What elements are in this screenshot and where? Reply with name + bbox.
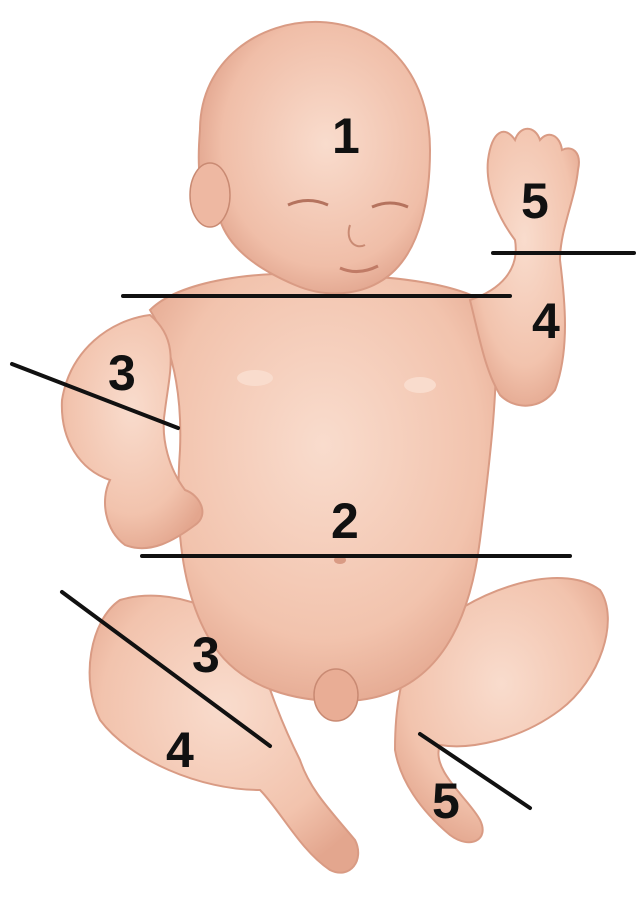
label-left-hand: 5 [521, 173, 549, 229]
label-right-thigh: 3 [192, 627, 220, 683]
left-arm-shape [470, 129, 579, 406]
genital-shape [314, 669, 358, 721]
nipple-shape [404, 377, 436, 393]
ear-shape [190, 163, 230, 227]
head-shape [199, 22, 430, 294]
label-right-lower-leg: 4 [166, 722, 194, 778]
label-left-forearm: 4 [532, 293, 560, 349]
nipple-shape [237, 370, 273, 386]
label-trunk: 2 [331, 493, 359, 549]
label-head: 1 [332, 108, 360, 164]
label-right-upper-arm: 3 [108, 345, 136, 401]
label-left-foot: 5 [432, 773, 460, 829]
